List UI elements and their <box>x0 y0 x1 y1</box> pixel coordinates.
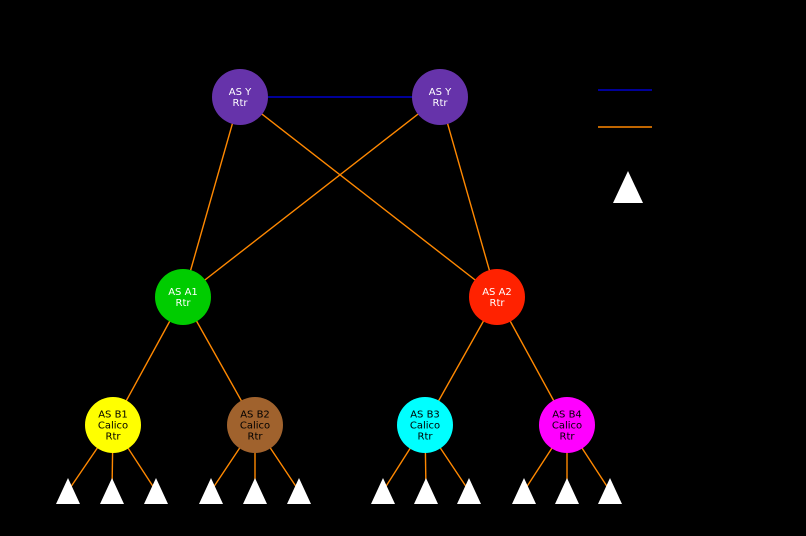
node-asb2 <box>227 397 283 453</box>
host-triangle-h6 <box>287 478 311 504</box>
legend-host-triangle <box>613 171 643 203</box>
node-asa1 <box>155 269 211 325</box>
edge-ebgp-asy-left-asa2 <box>239 96 498 298</box>
edge-ebgp-asy-right-asa1 <box>182 96 441 298</box>
node-asa2 <box>469 269 525 325</box>
host-triangle-h11 <box>555 478 579 504</box>
edge-ebgp-asy-right-asa2 <box>439 96 498 298</box>
host-triangle-h10 <box>512 478 536 504</box>
node-asb3 <box>397 397 453 453</box>
host-triangle-h8 <box>414 478 438 504</box>
node-asy-left <box>212 69 268 125</box>
host-triangle-h9 <box>457 478 481 504</box>
host-triangle-h5 <box>243 478 267 504</box>
node-asy-right <box>412 69 468 125</box>
host-triangle-h4 <box>199 478 223 504</box>
host-triangle-h3 <box>144 478 168 504</box>
edge-ebgp-asy-left-asa1 <box>182 96 241 298</box>
host-triangle-h1 <box>56 478 80 504</box>
host-triangle-h7 <box>371 478 395 504</box>
host-triangle-h2 <box>100 478 124 504</box>
node-asb1 <box>85 397 141 453</box>
host-triangle-h12 <box>598 478 622 504</box>
node-asb4 <box>539 397 595 453</box>
